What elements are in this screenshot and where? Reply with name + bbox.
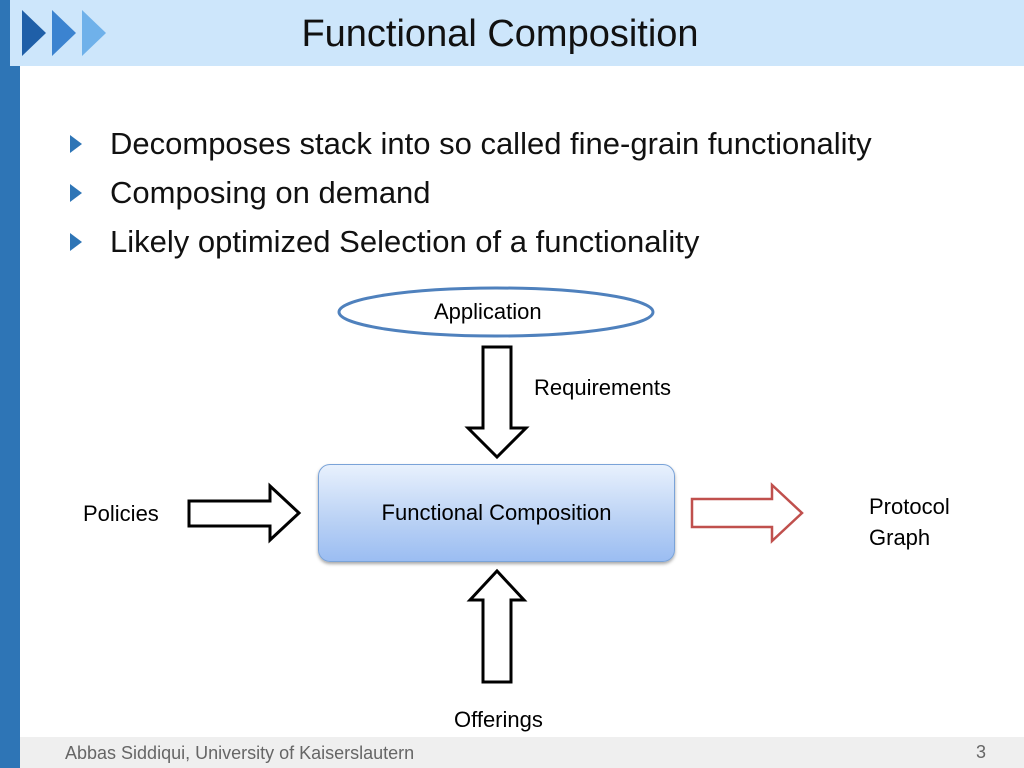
- page-number: 3: [975, 742, 986, 762]
- title-band: [10, 0, 1024, 66]
- footer-bar: Abbas Siddiqui, University of Kaiserslau…: [20, 737, 1024, 768]
- policies-arrow-right: [187, 482, 302, 544]
- application-label: Application: [434, 299, 542, 324]
- offerings-label: Offerings: [454, 707, 543, 732]
- bullet-item: Decomposes stack into so called fine-gra…: [70, 124, 872, 173]
- bullet-triangle-icon: [70, 184, 82, 202]
- functional-composition-label: Functional Composition: [381, 500, 612, 525]
- requirements-label: Requirements: [534, 375, 671, 400]
- chevron-logo-icon: [22, 10, 106, 56]
- bullet-triangle-icon: [70, 233, 82, 251]
- protocol-graph-label-line2: Graph: [869, 525, 931, 550]
- footer-author: Abbas Siddiqui, University of Kaiserslau…: [65, 743, 415, 763]
- protocol-graph-label-line1: Protocol: [869, 494, 950, 519]
- bullet-item: Likely optimized Selection of a function…: [70, 222, 872, 271]
- offerings-arrow-up: [466, 568, 528, 684]
- policies-label: Policies: [83, 501, 159, 526]
- functional-composition-box: Functional Composition: [318, 464, 675, 562]
- bullet-text: Likely optimized Selection of a function…: [110, 224, 700, 259]
- bullet-text: Decomposes stack into so called fine-gra…: [110, 126, 872, 161]
- bullet-triangle-icon: [70, 135, 82, 153]
- left-accent-bar: [0, 0, 20, 768]
- bullet-list: Decomposes stack into so called fine-gra…: [70, 124, 872, 271]
- bullet-item: Composing on demand: [70, 173, 872, 222]
- application-ellipse: [337, 286, 655, 338]
- slide-title: Functional Composition: [301, 13, 699, 55]
- output-arrow-right: [690, 482, 804, 544]
- bullet-text: Composing on demand: [110, 175, 431, 210]
- requirements-arrow-down: [464, 345, 530, 460]
